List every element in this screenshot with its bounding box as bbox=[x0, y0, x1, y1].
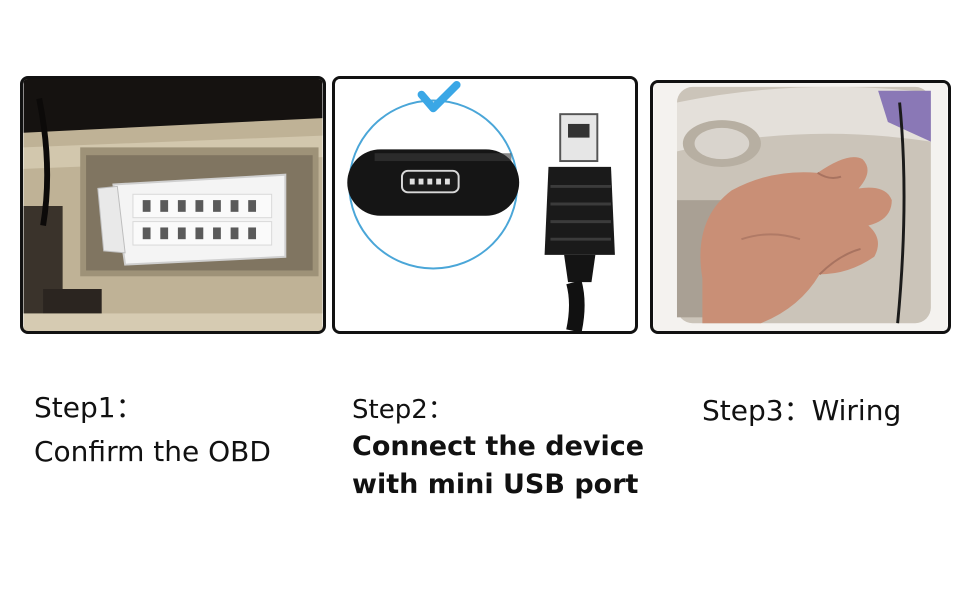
step2-label: Step2： bbox=[352, 395, 454, 425]
hand-graphic bbox=[700, 157, 892, 324]
step2-description-line1: Connect the device bbox=[352, 431, 645, 462]
obd-connector bbox=[97, 173, 287, 266]
wiring-illustration bbox=[653, 83, 948, 331]
mini-usb-plug-icon bbox=[544, 113, 615, 331]
check-mark-icon bbox=[417, 80, 461, 113]
obd-port-illustration bbox=[23, 79, 323, 331]
wiring-photo bbox=[650, 80, 951, 334]
obd-port-photo bbox=[20, 76, 326, 334]
step3-label: Step3：Wiring bbox=[702, 394, 902, 427]
step1-label: Step1： bbox=[34, 391, 144, 424]
step2-description-line2: with mini USB port bbox=[352, 469, 639, 500]
mini-usb-illustration bbox=[335, 79, 635, 331]
step1-description: Confirm the OBD bbox=[34, 435, 271, 468]
mini-usb-illustration-panel bbox=[332, 76, 638, 334]
